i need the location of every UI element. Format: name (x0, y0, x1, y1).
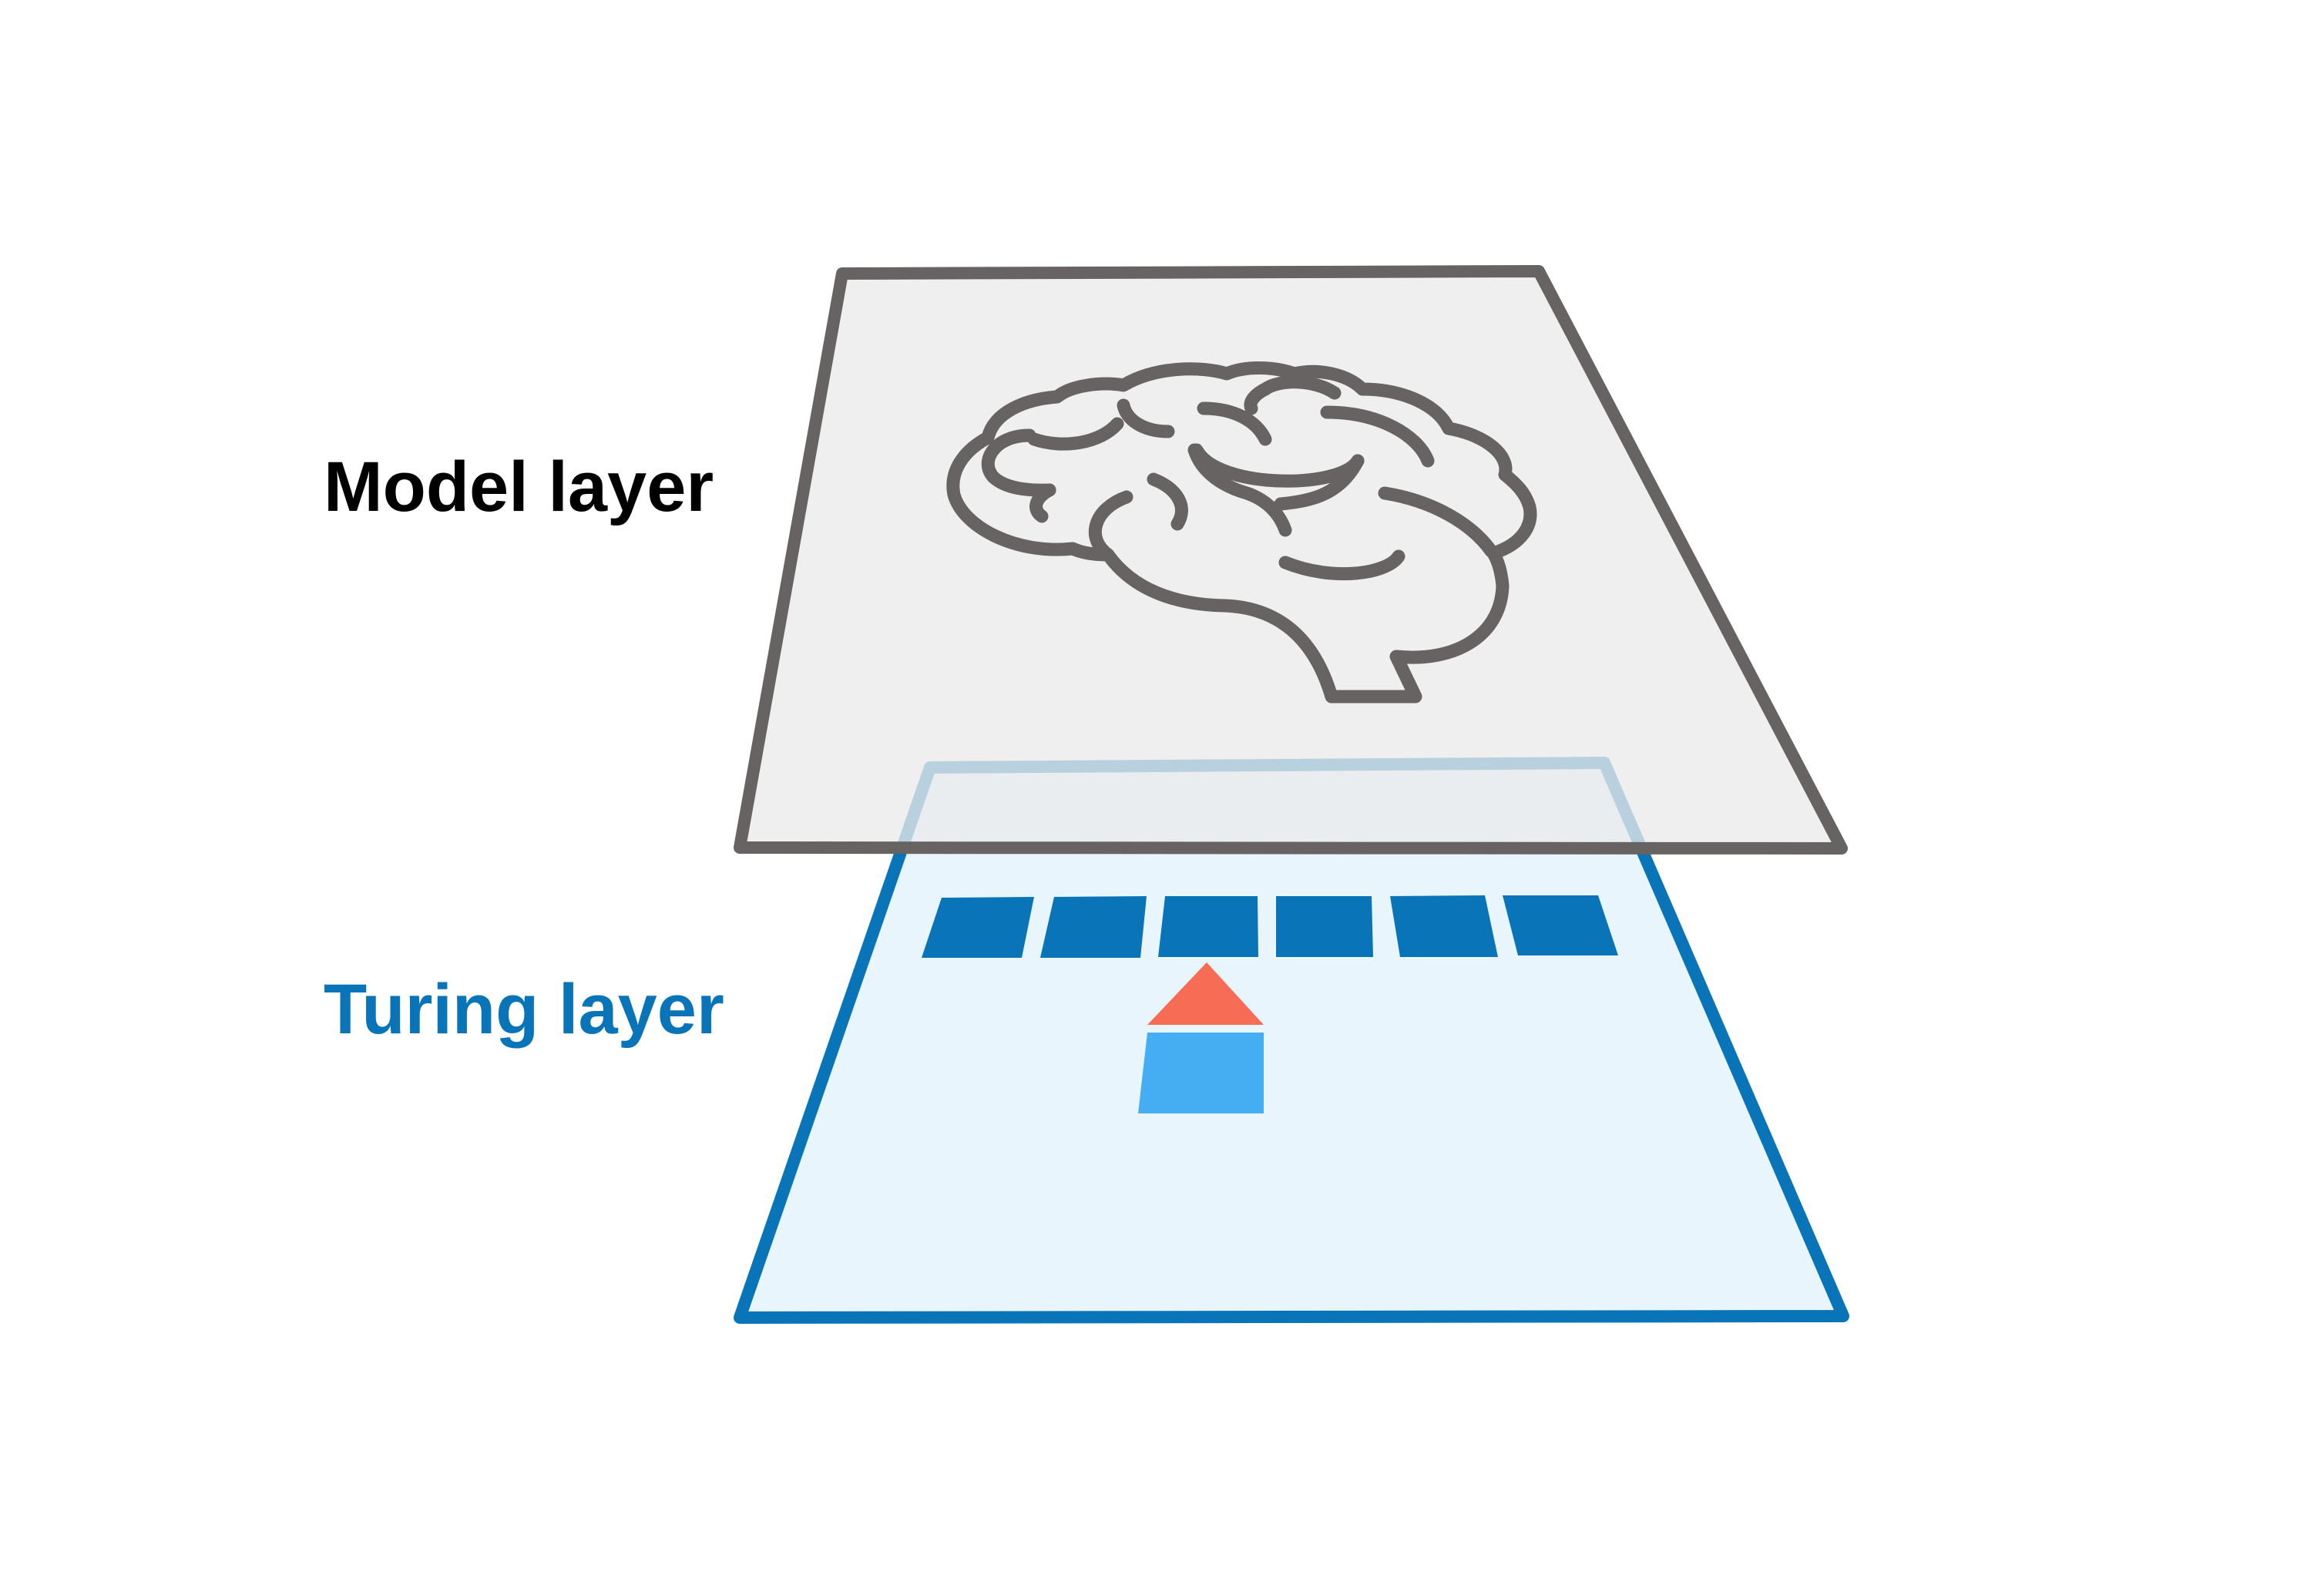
tape-cell (1040, 896, 1147, 958)
turing-layer-plane (734, 757, 1849, 1324)
head-pointer-triangle (1147, 962, 1264, 1025)
tape-cell (1503, 895, 1618, 955)
read-write-head (1138, 962, 1264, 1113)
tape-cell (1390, 895, 1498, 957)
head-state-box (1138, 1033, 1264, 1113)
brain-icon (946, 361, 1537, 704)
tape-cell (1276, 896, 1373, 957)
tape (922, 895, 1618, 958)
model-layer-label: Model layer (324, 448, 714, 526)
tape-cell (922, 897, 1034, 958)
turing-layer-label: Turing layer (324, 970, 724, 1049)
tape-cell (1158, 896, 1258, 957)
model-layer-plane (734, 265, 1848, 855)
